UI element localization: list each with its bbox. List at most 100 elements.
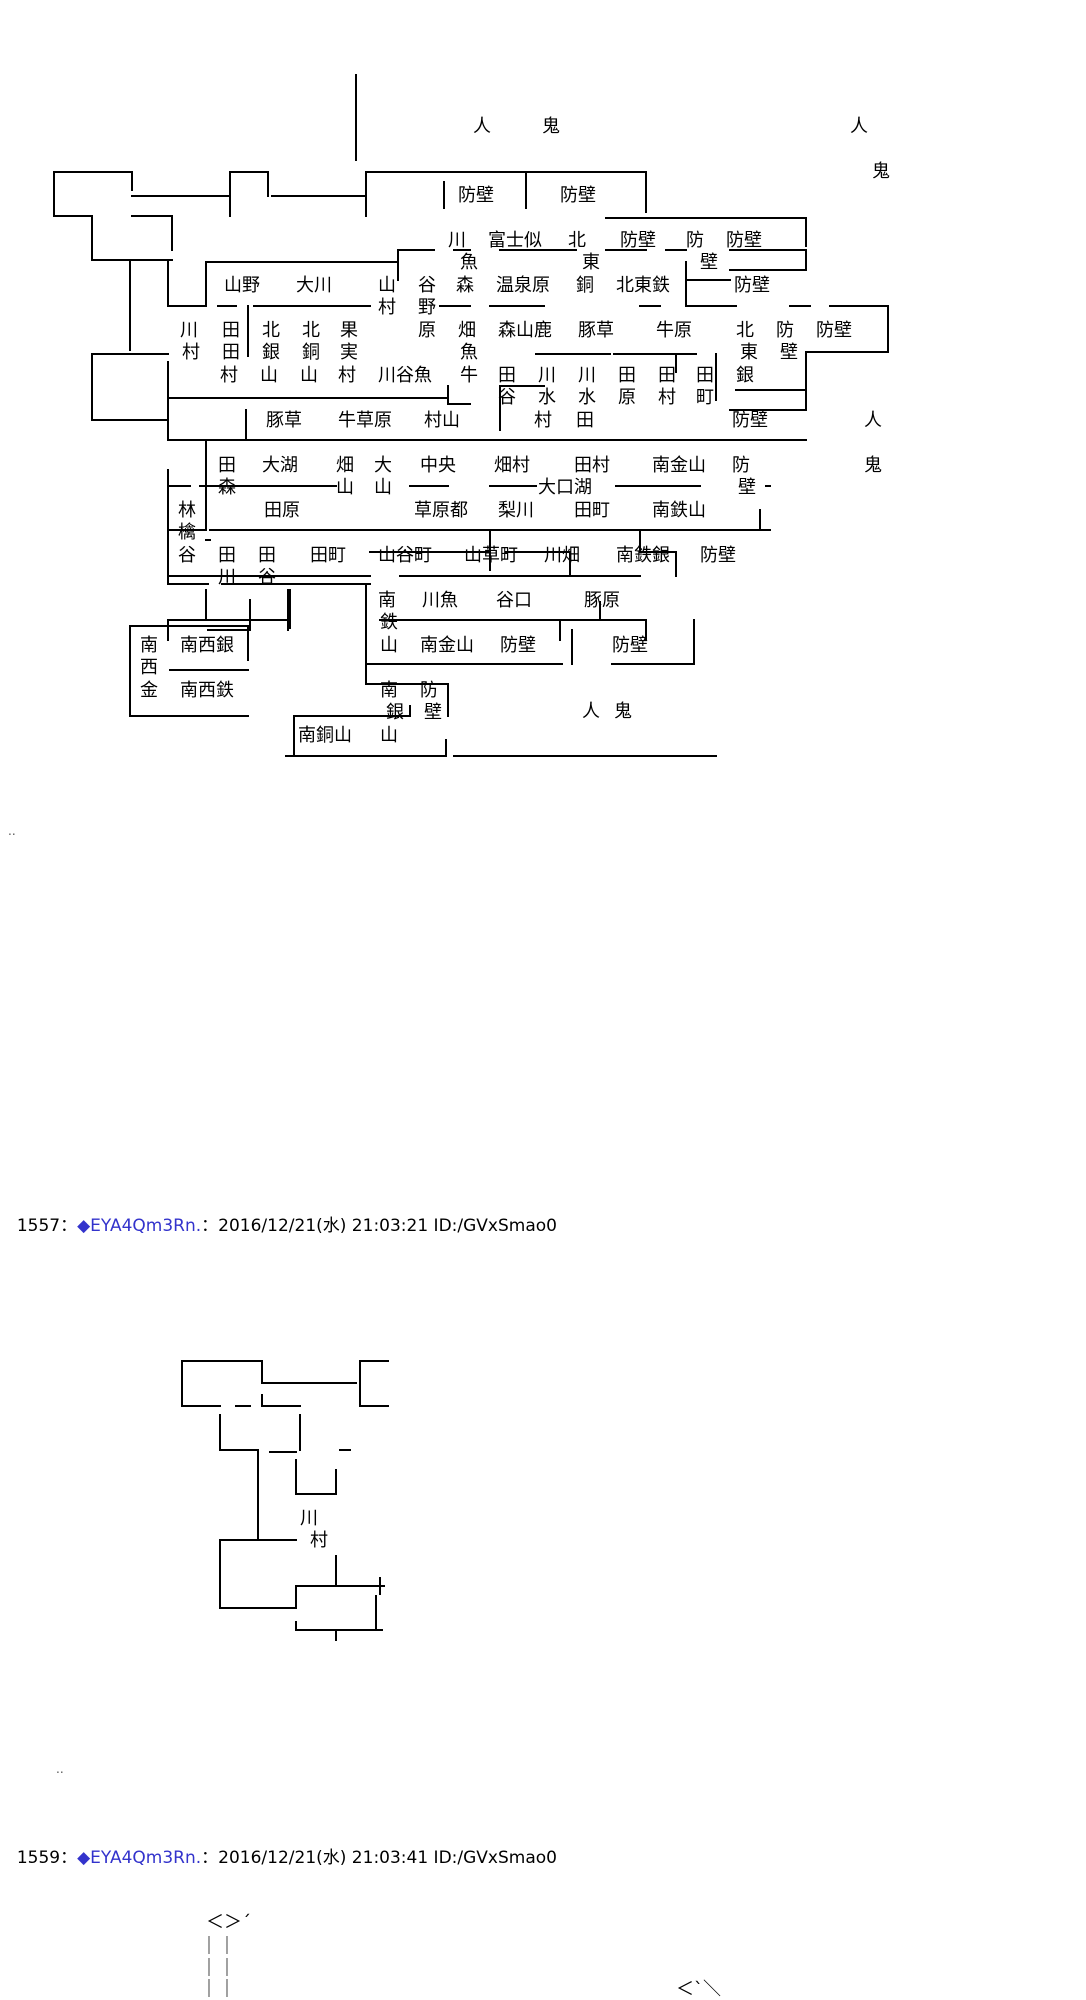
map-cell: 原 bbox=[618, 387, 636, 408]
map-cell: 田 bbox=[258, 545, 276, 566]
map-cell: 南 bbox=[140, 635, 158, 656]
map-cell: 北 bbox=[302, 320, 320, 341]
map-cell: 北東鉄 bbox=[616, 275, 670, 296]
map-cell: 防壁 bbox=[500, 635, 536, 656]
map-cell: 村 bbox=[220, 365, 238, 386]
map-cell: 川 bbox=[538, 365, 556, 386]
label-demon: 鬼 bbox=[542, 116, 560, 137]
post-trip: EYA4Qm3Rn. bbox=[90, 1848, 202, 1868]
map-cell: 村 bbox=[182, 342, 200, 363]
post-number[interactable]: 1557 bbox=[16, 1216, 61, 1236]
label-person: 人 bbox=[473, 116, 491, 137]
map-cell: 田 bbox=[618, 365, 636, 386]
map-cell: 壁 bbox=[780, 342, 798, 363]
map-cell: 南金山 bbox=[420, 635, 474, 656]
map-cell: 防 bbox=[732, 455, 750, 476]
dots: .. bbox=[8, 824, 16, 838]
map-cell: 温泉原 bbox=[496, 275, 550, 296]
map-cell: 北 bbox=[262, 320, 280, 341]
map-art-lines bbox=[53, 74, 889, 757]
map-cell: 山草町 bbox=[464, 545, 518, 566]
map-cell: 南鉄山 bbox=[652, 500, 706, 521]
map-cell: 森 bbox=[456, 275, 474, 296]
map-cell: 村 bbox=[378, 297, 396, 318]
map-cell: 銀 bbox=[386, 702, 404, 723]
post-separator: ： bbox=[60, 1848, 78, 1868]
map-cell: 田 bbox=[218, 455, 236, 476]
post-meta: ：2016/12/21(水) 21:03:41 ID:/GVxSmao0 bbox=[201, 1848, 557, 1868]
map-cell: 壁 bbox=[424, 702, 442, 723]
map-cell: 東 bbox=[582, 252, 600, 273]
map-cell: 田 bbox=[222, 320, 240, 341]
map-cell: 防壁 bbox=[732, 410, 768, 431]
map-cell: 草原都 bbox=[414, 500, 468, 521]
map-cell: 牛 bbox=[460, 365, 478, 386]
map-cell: 豚原 bbox=[584, 590, 620, 611]
map-cell: 谷 bbox=[258, 567, 276, 588]
map-cell: 畑 bbox=[458, 320, 476, 341]
map-cell: 銀 bbox=[262, 342, 280, 363]
map-cell: 果 bbox=[340, 320, 358, 341]
art-text: ｜｜ bbox=[200, 1958, 236, 1979]
map-cell: 防壁 bbox=[612, 635, 648, 656]
map-cell: 川 bbox=[448, 230, 466, 251]
map-cell: 東 bbox=[740, 342, 758, 363]
map-cell: 谷 bbox=[418, 275, 436, 296]
map-cell: 田 bbox=[576, 410, 594, 431]
dots: .. bbox=[56, 1762, 64, 1776]
map-cell: 魚 bbox=[460, 342, 478, 363]
map-cell: 川谷魚 bbox=[378, 365, 432, 386]
map-cell: 田 bbox=[658, 365, 676, 386]
map-cell: 田町 bbox=[310, 545, 346, 566]
map-cell: 北 bbox=[736, 320, 754, 341]
map-cell: 村 bbox=[534, 410, 552, 431]
map-cell: 山 bbox=[378, 275, 396, 296]
map-cell: 山谷町 bbox=[378, 545, 432, 566]
map-cell: 大 bbox=[374, 455, 392, 476]
map-cell: 田 bbox=[222, 342, 240, 363]
map-cell: 水 bbox=[538, 387, 556, 408]
map-cell: 大口湖 bbox=[538, 477, 592, 498]
map-cell: 田 bbox=[218, 545, 236, 566]
art-text: ｜｜ bbox=[200, 1979, 236, 2000]
map-cell: 山 bbox=[260, 365, 278, 386]
map-cell: 水 bbox=[578, 387, 596, 408]
art-text: ｜｜ bbox=[200, 1936, 236, 1957]
map-cell: 林 bbox=[178, 500, 196, 521]
map-cell: 防 bbox=[686, 230, 704, 251]
map-cell: 防壁 bbox=[726, 230, 762, 251]
map-cell: 防壁 bbox=[458, 185, 494, 206]
map-cell: 銀 bbox=[736, 365, 754, 386]
map-cell: 防壁 bbox=[700, 545, 736, 566]
diamond-icon: ◆ bbox=[77, 1848, 91, 1868]
post-meta: ：2016/12/21(水) 21:03:21 ID:/GVxSmao0 bbox=[201, 1216, 557, 1236]
map-cell: 壁 bbox=[738, 477, 756, 498]
label-demon: 鬼 bbox=[872, 161, 890, 182]
map-cell: 南西鉄 bbox=[180, 680, 234, 701]
map-cell: 大湖 bbox=[262, 455, 298, 476]
map-cell: 鉄 bbox=[380, 612, 398, 633]
label-demon: 鬼 bbox=[864, 455, 882, 476]
map-cell: 山 bbox=[374, 477, 392, 498]
map-cell: 豚草 bbox=[266, 410, 302, 431]
map-cell: 川 bbox=[300, 1508, 318, 1529]
map-cell: 防壁 bbox=[816, 320, 852, 341]
map-cell: 村 bbox=[310, 1530, 328, 1551]
label-person: 人 bbox=[850, 116, 868, 137]
map-cell: 銅 bbox=[302, 342, 320, 363]
map-cell: 北 bbox=[568, 230, 586, 251]
map-cell: 南 bbox=[378, 590, 396, 611]
map-cell: 檎 bbox=[178, 522, 196, 543]
map-cell: 谷口 bbox=[496, 590, 532, 611]
map-cell: 川畑 bbox=[544, 545, 580, 566]
map-cell: 川魚 bbox=[422, 590, 458, 611]
map-cell: 畑 bbox=[336, 455, 354, 476]
map-cell: 田村 bbox=[574, 455, 610, 476]
art-text: ＜＞´ bbox=[206, 1912, 251, 1933]
map-cell: 山 bbox=[380, 725, 398, 746]
map-cell: 原 bbox=[418, 320, 436, 341]
post-number[interactable]: 1559 bbox=[16, 1848, 61, 1868]
label-demon: 鬼 bbox=[614, 701, 632, 722]
map-cell: 防 bbox=[420, 680, 438, 701]
map-cell: 町 bbox=[696, 387, 714, 408]
